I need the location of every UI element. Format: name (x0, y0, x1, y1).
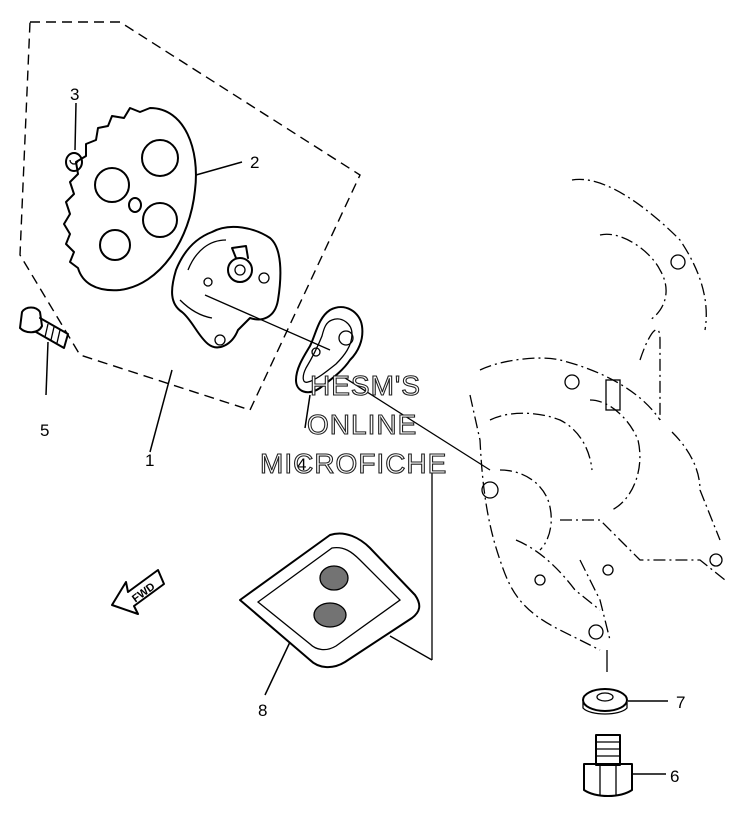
watermark-line-1: HESM'S (310, 370, 421, 401)
drain-bolt (583, 734, 666, 797)
callout-5: 5 (40, 421, 49, 440)
pump-gasket (295, 306, 364, 429)
forward-direction-arrow: FWD (111, 569, 165, 615)
watermark-line-2: ONLINE (307, 409, 417, 440)
callout-6: 6 (670, 767, 679, 786)
oil-pump-body (171, 161, 282, 349)
callout-2: 2 (250, 153, 259, 172)
drain-washer (582, 688, 668, 715)
crankcase (469, 178, 726, 651)
assembly-boundary (19, 21, 361, 453)
watermark-line-3: MICROFICHE (260, 448, 447, 479)
callout-7: 7 (676, 693, 685, 712)
oil-pump-gear (63, 107, 197, 292)
alignment-lines (204, 294, 608, 672)
pump-bolt (19, 306, 69, 396)
oil-strainer (239, 532, 421, 696)
circlip (65, 102, 83, 172)
callout-8: 8 (258, 701, 267, 720)
callout-4: 4 (297, 455, 306, 474)
callout-3: 3 (70, 85, 79, 104)
watermark: HESM'S ONLINE MICROFICHE (259, 369, 447, 479)
callout-1: 1 (145, 451, 154, 470)
